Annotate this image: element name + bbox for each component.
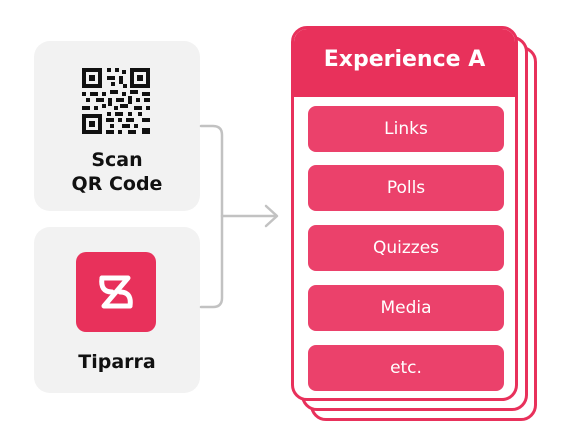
experience-card: Experience A Links Polls Quizzes Media e… — [291, 26, 518, 401]
experience-item-media: Media — [308, 285, 504, 331]
experience-item-quizzes: Quizzes — [308, 225, 504, 271]
experience-item-polls: Polls — [308, 165, 504, 211]
tiparra-label: Tiparra — [78, 351, 156, 373]
scan-label-line-2: QR Code — [71, 173, 163, 195]
experience-item-etc: etc. — [308, 345, 504, 391]
tiparra-logo-icon — [76, 252, 156, 332]
qr-code-icon — [82, 68, 150, 134]
scan-label-line-1: Scan — [91, 149, 143, 171]
experience-title: Experience A — [294, 29, 515, 97]
scan-qr-label: Scan QR Code — [34, 148, 200, 196]
experience-item-links: Links — [308, 106, 504, 152]
